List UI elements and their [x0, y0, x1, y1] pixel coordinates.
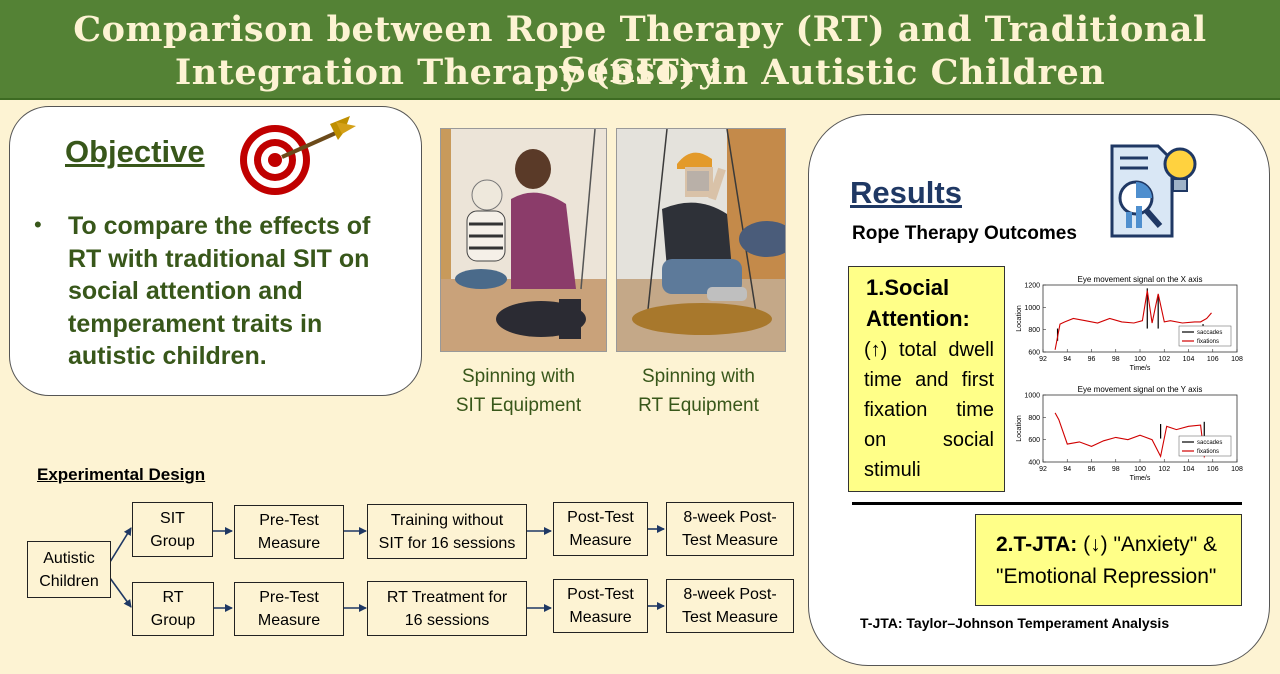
flow-sit-training: Training without SIT for 16 sessions [367, 504, 527, 559]
rt-image-caption: Spinning with RT Equipment [620, 362, 777, 420]
flow-rt-8week: 8-week Post-Test Measure [666, 579, 794, 633]
tjta-text: 2.T-JTA: (↓) "Anxiety" & "Emotional Repr… [996, 529, 1217, 593]
target-dart-icon [238, 112, 358, 202]
social-attention-title: 1.Social Attention: [866, 272, 970, 334]
title-line-2: Integration Therapy (SIT) in Autistic Ch… [174, 52, 1106, 93]
social-attention-text: (↑) total dwell time and first fixation … [864, 339, 994, 481]
title-line-1: Comparison between Rope Therapy (RT) and… [73, 9, 1207, 91]
connector-start-rt [109, 577, 132, 608]
sit-equipment-image [440, 128, 607, 352]
flow-sit-8week: 8-week Post-Test Measure [666, 502, 794, 556]
rt-caption-line1: Spinning with [641, 366, 756, 387]
connector-start-sit [109, 527, 132, 563]
flow-sit-group: SIT Group [132, 502, 213, 557]
results-heading: Results [850, 175, 962, 210]
tjta-box [975, 514, 1242, 606]
results-divider [852, 502, 1242, 505]
flow-sit-pre-test: Pre-Test Measure [234, 505, 344, 559]
flow-rt-post-test: Post-Test Measure [553, 579, 648, 633]
flow-autistic-children: Autistic Children [27, 541, 111, 598]
social-attention-box [848, 266, 1005, 492]
sit-image-caption: Spinning with SIT Equipment [440, 362, 597, 420]
flow-rt-treatment: RT Treatment for 16 sessions [367, 581, 527, 636]
flow-sit-post-test: Post-Test Measure [553, 502, 648, 556]
tjta-line2: "Emotional Repression" [996, 565, 1217, 588]
objective-text: To compare the effects of RT with tradit… [68, 212, 371, 370]
tjta-line1: (↓) "Anxiety" & [1077, 533, 1218, 556]
social-attention-title-line1: 1.Social [866, 275, 950, 300]
tjta-footnote: T-JTA: Taylor–Johnson Temperament Analys… [860, 615, 1170, 631]
report-lightbulb-icon [1108, 136, 1198, 241]
results-subheading: Rope Therapy Outcomes [852, 223, 1077, 244]
rt-equipment-image [616, 128, 786, 352]
flow-rt-group: RT Group [132, 582, 214, 636]
objective-heading: Objective [65, 134, 205, 169]
title-banner: Comparison between Rope Therapy (RT) and… [0, 0, 1280, 100]
flow-rt-pre-test: Pre-Test Measure [234, 582, 344, 636]
tjta-label: 2.T-JTA: [996, 533, 1078, 556]
sit-caption-line2: SIT Equipment [455, 395, 582, 416]
experimental-design-heading: Experimental Design [37, 465, 206, 484]
objective-bullet: • [34, 212, 42, 237]
objective-panel [9, 106, 422, 396]
sit-caption-line1: Spinning with [461, 366, 576, 387]
rt-caption-line2: RT Equipment [638, 395, 759, 416]
social-attention-title-line2: Attention: [866, 306, 970, 331]
